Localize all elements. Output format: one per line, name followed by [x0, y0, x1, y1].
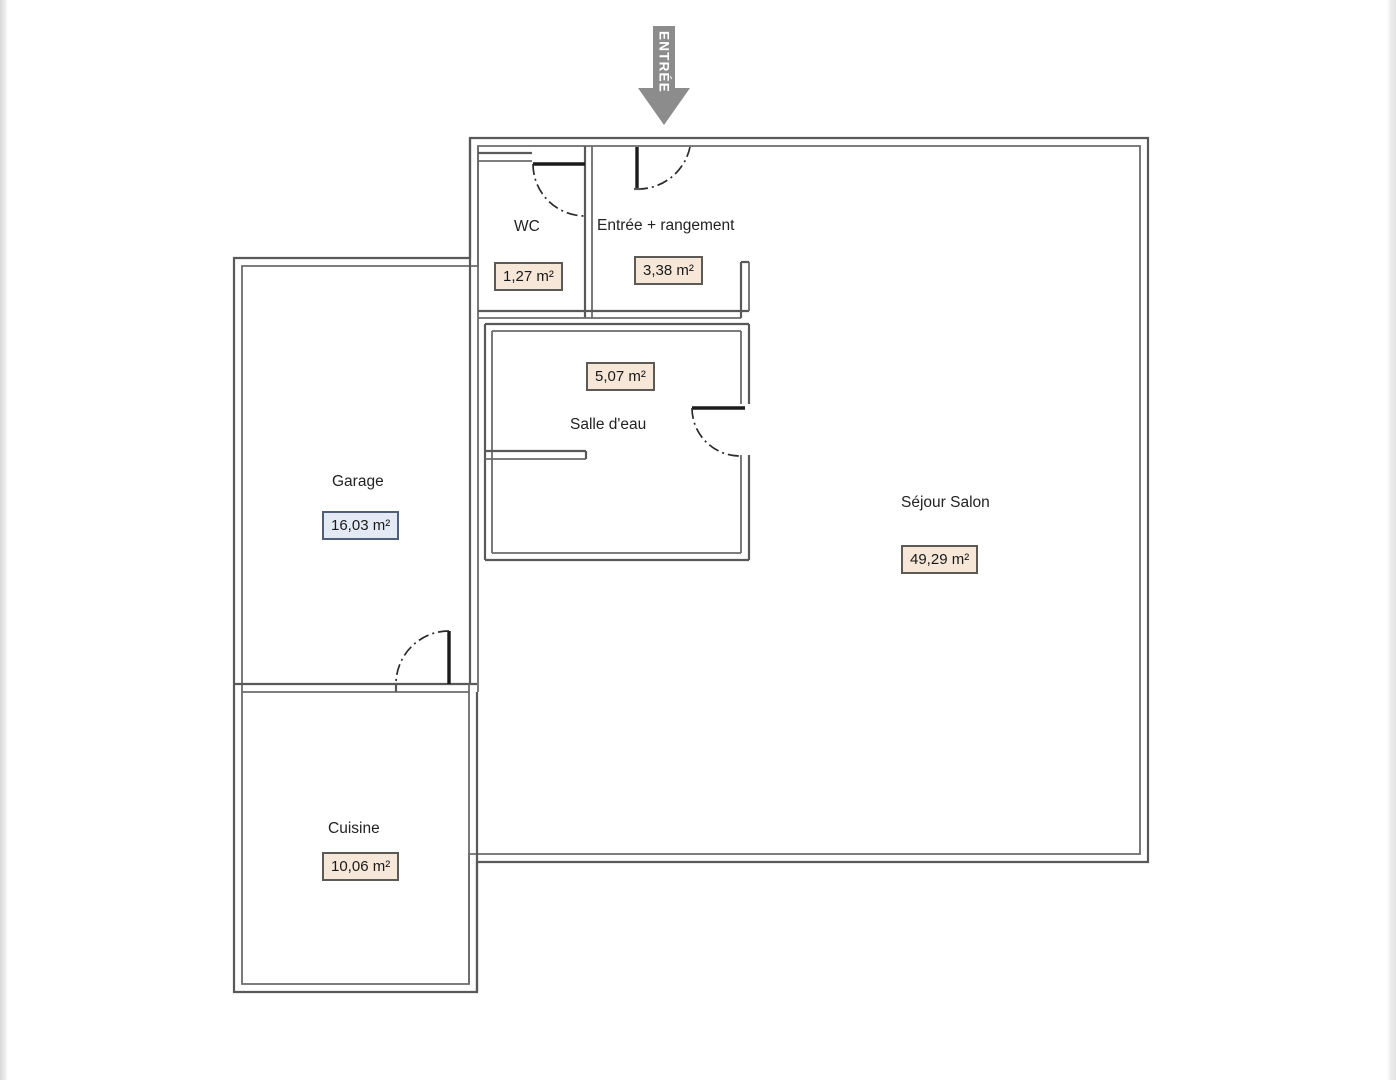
room-label-sejour-salon: Séjour Salon: [901, 494, 990, 511]
entrance-door-swing-arc: [636, 146, 691, 190]
arrow-down-icon: [638, 26, 690, 125]
room-label-garage: Garage: [332, 473, 384, 490]
plan-canvas: [8, 0, 1387, 1080]
area-chip-wc: 1,27 m²: [494, 262, 563, 291]
salle-deau-door-swing-arc: [691, 407, 741, 457]
room-label-wc: WC: [514, 218, 540, 235]
area-chip-cuisine: 10,06 m²: [322, 852, 400, 881]
wc-door: [532, 162, 586, 217]
area-chip-salle-deau: 5,07 m²: [586, 362, 655, 391]
entrance-arrow-shape: [638, 26, 690, 125]
wc-door-swing-arc: [532, 163, 586, 217]
room-label-cuisine: Cuisine: [328, 820, 380, 837]
room-label-entree-rangement: Entrée + rangement: [597, 217, 735, 234]
area-chip-sejour-salon: 49,29 m²: [901, 545, 979, 574]
area-chip-entree-rangement: 3,38 m²: [634, 256, 703, 285]
entrance-arrow: ENTRÉE: [636, 26, 692, 126]
area-chip-garage: 16,03 m²: [322, 511, 400, 540]
page-edge-right: [1387, 0, 1396, 1080]
garage-door: [394, 630, 451, 692]
entrance-door: [634, 146, 691, 191]
garage-door-swing-arc: [395, 630, 450, 685]
page-edge-left: [0, 0, 8, 1080]
salle-deau-door: [691, 406, 745, 457]
room-label-salle-deau: Salle d'eau: [570, 416, 647, 433]
